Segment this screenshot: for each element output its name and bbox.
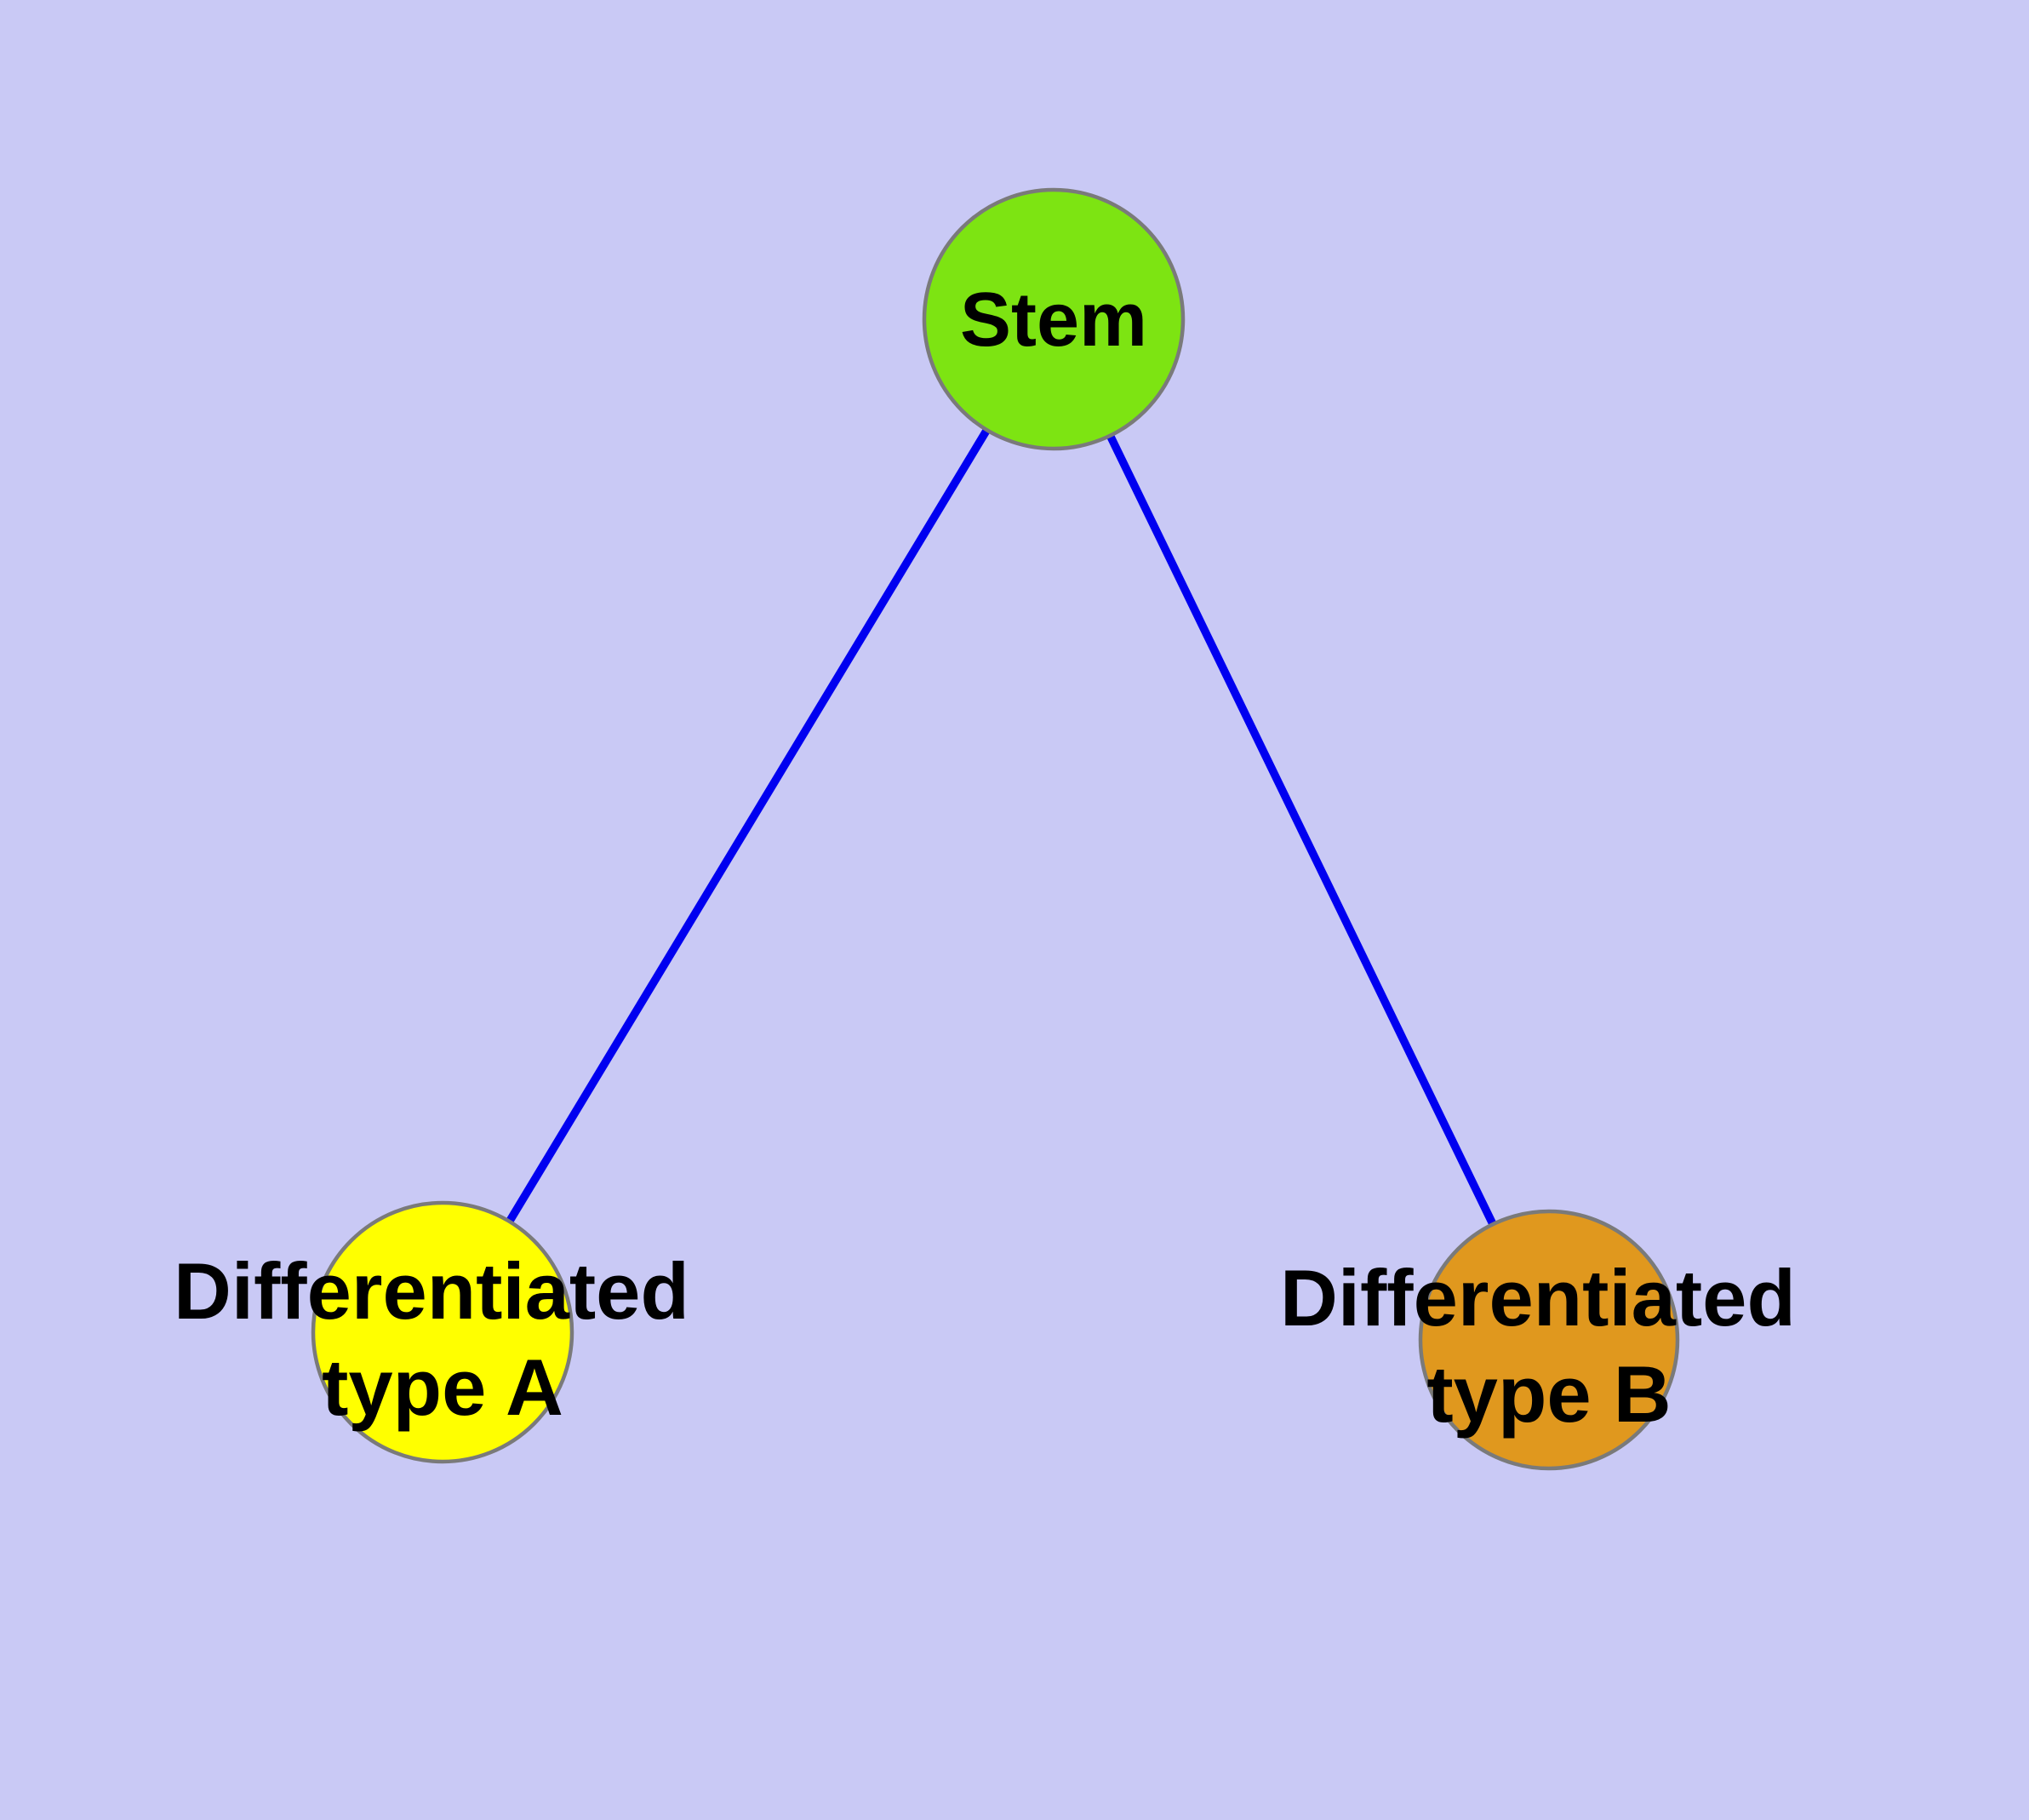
edge-stem-to-type-b (1049, 317, 1553, 1342)
node-type-a-label: Differentiated type A (174, 1246, 712, 1432)
node-differentiated-type-a (311, 1200, 574, 1464)
node-stem-label: Stem (960, 278, 1147, 363)
node-type-b-label: Differentiated type B (1280, 1253, 1818, 1439)
edge-stem-to-type-a (438, 317, 1058, 1335)
node-differentiated-type-b (1418, 1209, 1680, 1471)
node-type-b-label-line1: Differentiated (1280, 1253, 1796, 1342)
node-type-b-label-line2: type B (1426, 1349, 1671, 1439)
node-type-a-label-line1: Differentiated (174, 1246, 689, 1336)
node-type-a-label-line2: type A (322, 1342, 563, 1432)
node-stem (922, 187, 1186, 451)
